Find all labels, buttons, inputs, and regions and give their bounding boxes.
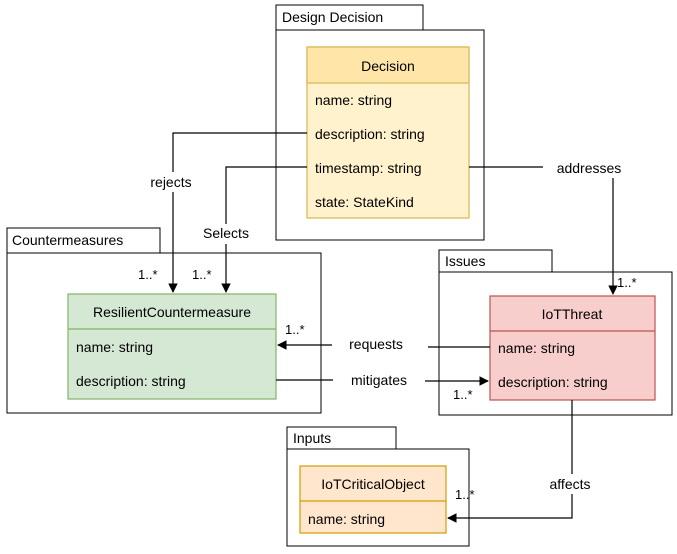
multiplicity-label: 1..* <box>617 275 637 290</box>
multiplicity-label: 1..* <box>285 322 305 337</box>
class-name: ResilientCountermeasure <box>93 304 251 320</box>
association-label: Selects <box>203 225 249 241</box>
package-label: Inputs <box>293 430 331 446</box>
package-label: Issues <box>445 253 485 269</box>
association-selects[interactable]: Selects 1..* <box>192 166 307 293</box>
attribute: description: string <box>498 374 608 390</box>
attribute: name: string <box>315 92 392 108</box>
attribute: description: string <box>76 373 186 389</box>
association-rejects[interactable]: rejects 1..* <box>138 132 307 293</box>
association-label: addresses <box>557 160 622 176</box>
attribute: name: string <box>498 340 575 356</box>
attribute: timestamp: string <box>315 160 422 176</box>
multiplicity-label: 1..* <box>138 267 158 282</box>
association-label: rejects <box>150 174 191 190</box>
class-name: IoTThreat <box>542 306 603 322</box>
association-label: requests <box>349 336 403 352</box>
multiplicity-label: 1..* <box>192 267 212 282</box>
association-affects[interactable]: affects 1..* <box>447 400 603 523</box>
association-requests[interactable]: requests 1..* <box>277 322 490 352</box>
class-decision[interactable]: Decision name: string description: strin… <box>306 46 470 219</box>
multiplicity-label: 1..* <box>455 487 475 502</box>
association-label: affects <box>550 476 591 492</box>
attribute: description: string <box>315 126 425 142</box>
multiplicity-label: 1..* <box>453 387 473 402</box>
class-name: Decision <box>361 58 415 74</box>
class-resilient-countermeasure[interactable]: ResilientCountermeasure name: string des… <box>67 293 277 400</box>
association-mitigates[interactable]: mitigates 1..* <box>276 372 489 402</box>
attribute: name: string <box>308 511 385 527</box>
class-iot-threat[interactable]: IoTThreat name: string description: stri… <box>489 295 656 401</box>
class-iot-critical-object[interactable]: IoTCriticalObject name: string <box>299 465 447 534</box>
association-addresses[interactable]: addresses 1..* <box>469 158 637 295</box>
package-label: Design Decision <box>282 9 383 25</box>
attribute: state: StateKind <box>315 194 414 210</box>
class-name: IoTCriticalObject <box>321 476 425 492</box>
association-label: mitigates <box>351 372 407 388</box>
package-label: Countermeasures <box>12 232 123 248</box>
attribute: name: string <box>76 339 153 355</box>
